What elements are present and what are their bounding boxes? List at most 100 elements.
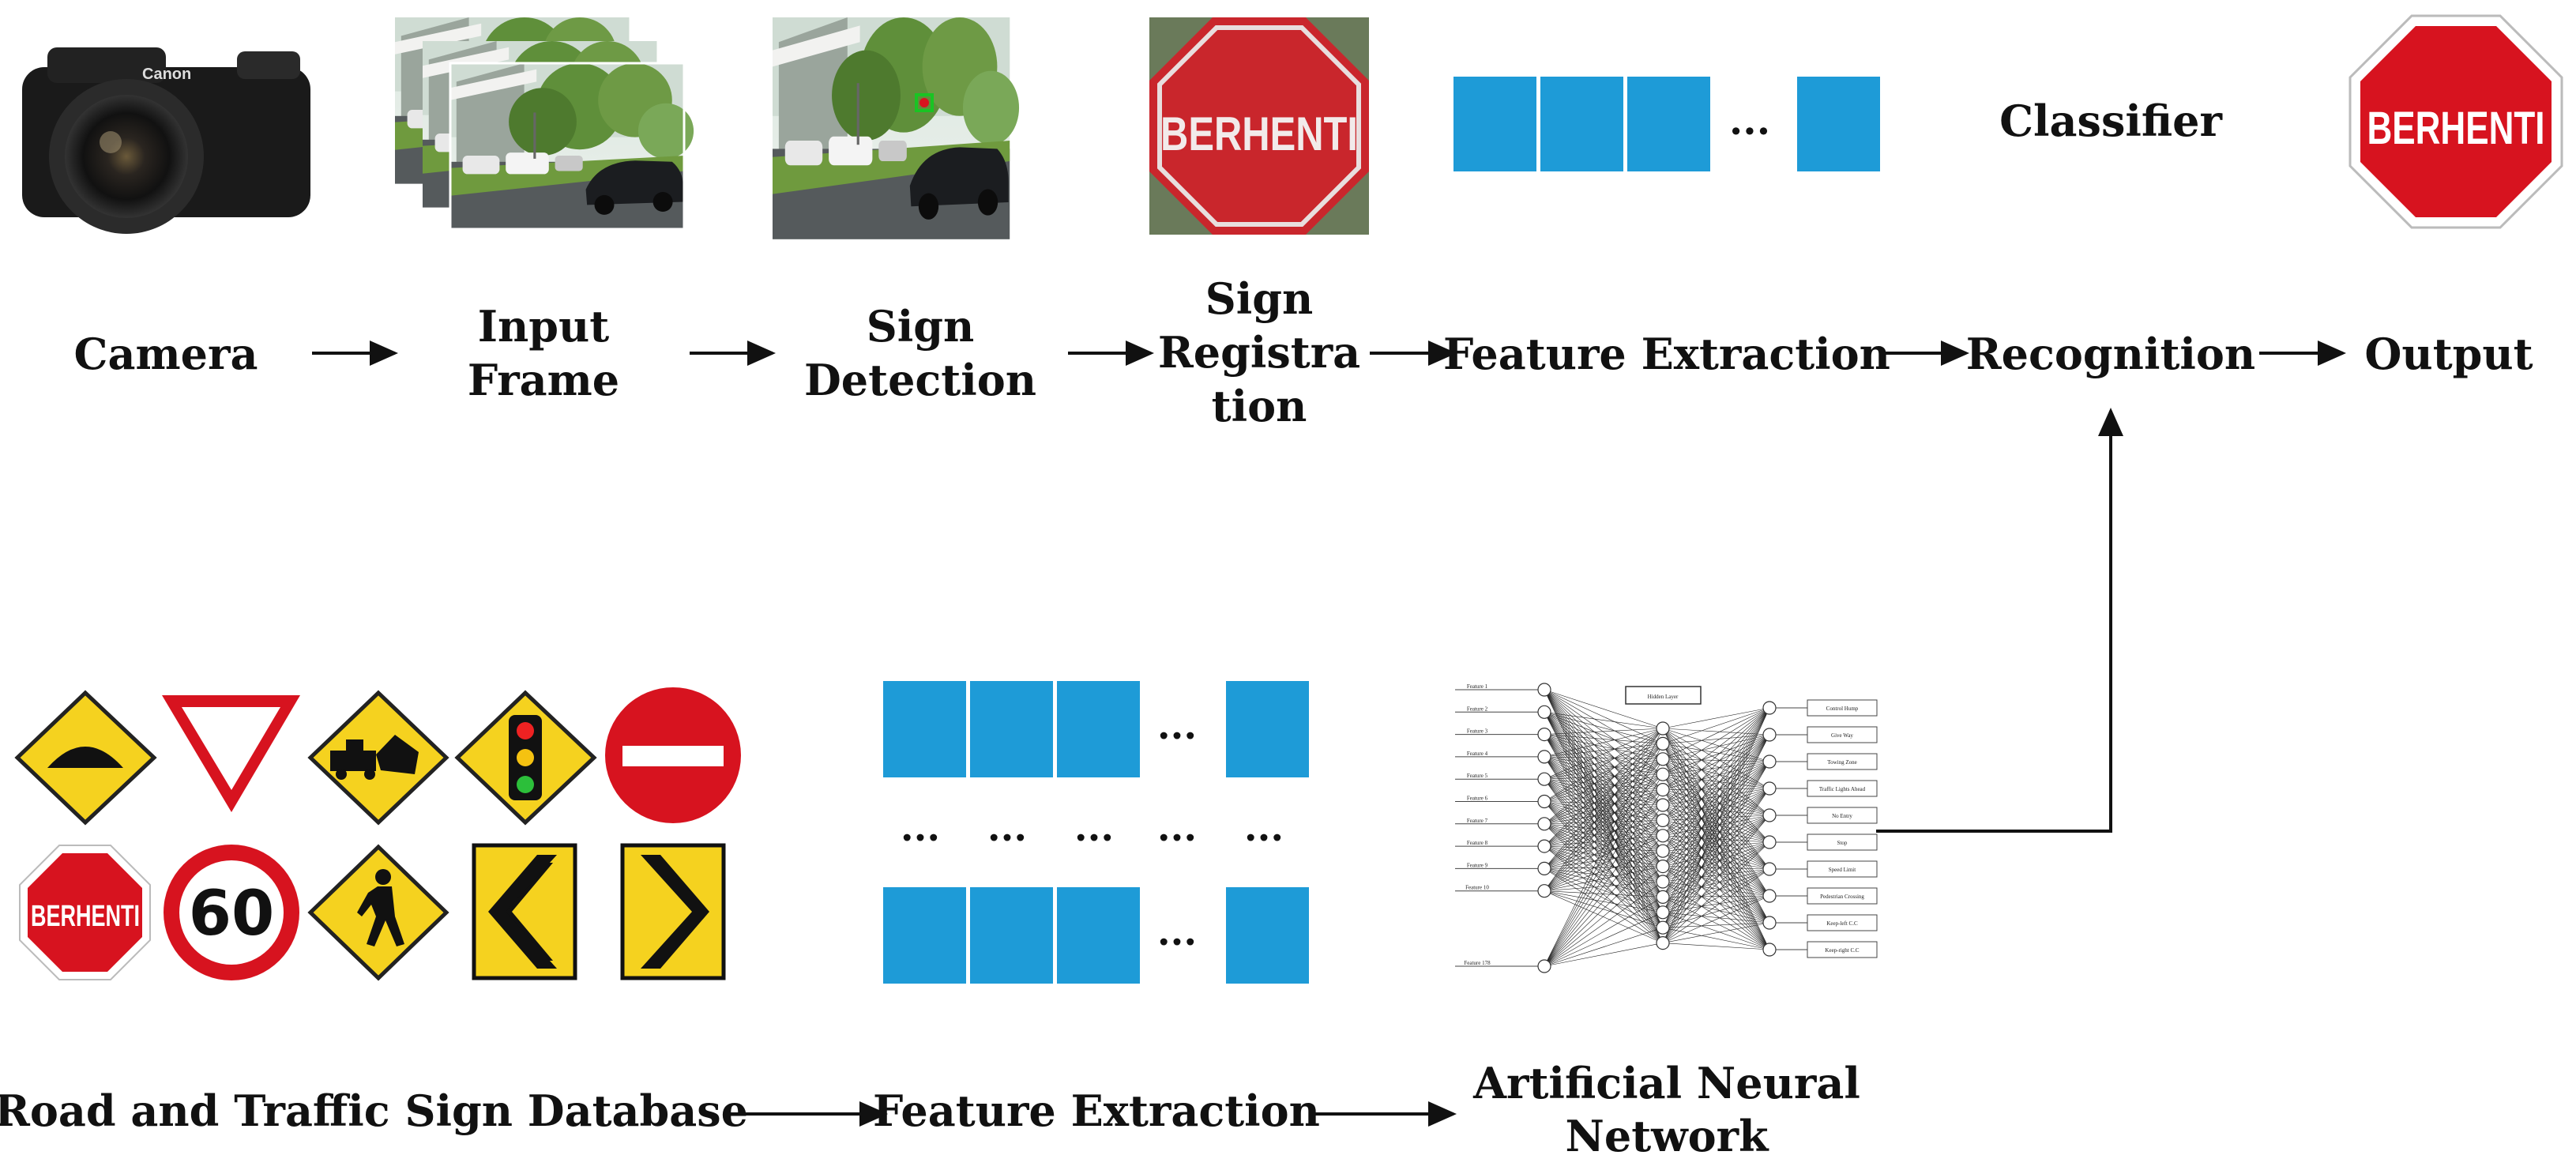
- nn-output-node: Keep-right C.C: [1762, 941, 1878, 958]
- nn-input-node: Feature 5: [1455, 772, 1551, 786]
- nn-output-label: Keep-right C.C: [1825, 947, 1859, 954]
- nn-input-label: Feature 178: [1464, 960, 1491, 966]
- sign-detection-label-1: Sign: [867, 301, 975, 352]
- nn-input-node: Feature 1: [1455, 683, 1551, 697]
- classifier-label: Classifier: [1999, 96, 2222, 146]
- feature-vector-top: ...: [1453, 77, 1880, 171]
- neural-network-diagram: Hidden Layer Feature 1 Feature 2 Feature 3…: [1455, 683, 1878, 973]
- recognition-label: Recognition: [1966, 329, 2255, 379]
- nn-output-node: Control Hump: [1762, 699, 1878, 717]
- nn-input-node: Feature 3: [1455, 727, 1551, 742]
- nn-input-node: Feature 2: [1455, 705, 1551, 719]
- nn-output-node: Pedestrian Crossing: [1762, 887, 1878, 905]
- speed-limit-sign-icon: 60: [164, 845, 299, 980]
- nn-hidden-node: [1656, 721, 1670, 736]
- sign-detection-label-2: Detection: [804, 355, 1036, 405]
- nn-output-node: Keep-left C.C: [1762, 914, 1878, 931]
- nn-input-label: Feature 10: [1465, 885, 1489, 891]
- camera-label: Camera: [74, 329, 258, 379]
- nn-hidden-node: [1656, 935, 1670, 950]
- nn-output-label: Stop: [1837, 840, 1848, 846]
- nn-hidden-node: [1656, 813, 1670, 828]
- nn-input-node: Feature 4: [1455, 750, 1551, 764]
- nn-output-label: Give Way: [1831, 732, 1853, 739]
- feature-matrix: ... ... ... ... ... ... ...: [883, 681, 1309, 984]
- hidden-layer-box: [1625, 686, 1702, 705]
- nn-input-label: Feature 6: [1467, 796, 1488, 802]
- svg-text:...: ...: [901, 806, 940, 850]
- sign-registration-label-2: Registra: [1158, 327, 1360, 378]
- chevron-left-sign-icon: [472, 843, 577, 980]
- traffic-light-sign-icon: [454, 690, 597, 826]
- svg-text:Canon: Canon: [142, 66, 191, 83]
- input-frame-photo: [395, 17, 694, 231]
- stop-sign-icon: BERHENTI: [1149, 17, 1369, 235]
- feature-extraction-label-bottom: Feature Extraction: [873, 1086, 1320, 1136]
- nn-input-node: Feature 10: [1455, 884, 1551, 898]
- sign-registration-label-1: Sign: [1205, 273, 1314, 324]
- nn-output-node: No Entry: [1762, 807, 1878, 824]
- svg-text:...: ...: [1157, 704, 1197, 748]
- output-stop-sign-icon: BERHENTI: [2348, 14, 2563, 229]
- hump-sign-icon: [14, 690, 157, 826]
- sign-detection-photo: [773, 17, 1020, 239]
- nn-input-label: Feature 2: [1467, 706, 1488, 712]
- nn-input-label: Feature 1: [1467, 683, 1488, 690]
- svg-text:...: ...: [1157, 806, 1197, 850]
- sign-database-icons: BERHENTI 60: [14, 687, 741, 981]
- nn-input-node: Feature 6: [1455, 794, 1551, 809]
- nn-input-node: Feature 178: [1455, 959, 1551, 973]
- nn-input-label: Feature 7: [1467, 818, 1488, 824]
- nn-hidden-node: [1656, 905, 1670, 920]
- nn-output-label: Pedestrian Crossing: [1820, 894, 1864, 900]
- svg-text:...: ...: [1157, 910, 1197, 954]
- nn-output-node: Towing Zone: [1762, 753, 1878, 770]
- nn-hidden-node: [1656, 844, 1670, 858]
- nn-output-label: No Entry: [1832, 813, 1852, 819]
- nn-hidden-node: [1656, 829, 1670, 843]
- output-label: Output: [2364, 329, 2533, 379]
- nn-input-node: Feature 9: [1455, 861, 1551, 876]
- give-way-sign-icon: [162, 695, 300, 812]
- svg-text:BERHENTI: BERHENTI: [31, 900, 140, 933]
- input-frame-label-2: Frame: [468, 355, 619, 405]
- chevron-right-sign-icon: [620, 843, 726, 980]
- nn-input-label: Feature 5: [1467, 773, 1488, 779]
- nn-output-node: Traffic Lights Ahead: [1762, 780, 1878, 797]
- input-frame-label-1: Input: [478, 301, 610, 352]
- svg-text:...: ...: [1729, 97, 1770, 144]
- nn-input-label: Feature 4: [1467, 751, 1488, 757]
- nn-hidden-node: [1656, 782, 1670, 797]
- nn-output-node: Give Way: [1762, 726, 1878, 743]
- nn-output-label: Speed Limit: [1829, 867, 1856, 873]
- nn-hidden-node: [1656, 875, 1670, 889]
- ann-to-recognition-connector: [1876, 408, 2123, 833]
- svg-text:...: ...: [1244, 806, 1284, 850]
- ann-label-2: Network: [1565, 1111, 1769, 1161]
- nn-input-label: Feature 9: [1467, 862, 1488, 868]
- nn-hidden-node: [1656, 767, 1670, 781]
- nn-hidden-node: [1656, 890, 1670, 905]
- towing-zone-sign-icon: [307, 690, 449, 826]
- nn-output-node: Speed Limit: [1762, 860, 1878, 878]
- nn-hidden-node: [1656, 752, 1670, 766]
- svg-text:BERHENTI: BERHENTI: [2367, 103, 2545, 154]
- nn-output-node: Stop: [1762, 833, 1878, 851]
- nn-output-label: Control Hump: [1826, 706, 1859, 712]
- nn-hidden-node: [1656, 798, 1670, 812]
- svg-text:...: ...: [987, 806, 1027, 850]
- nn-hidden-node: [1656, 736, 1670, 751]
- nn-input-label: Feature 3: [1467, 728, 1488, 735]
- svg-text:60: 60: [189, 879, 275, 950]
- sign-registration-label-3: tion: [1212, 381, 1307, 431]
- nn-output-label: Keep-left C.C: [1826, 920, 1858, 927]
- svg-text:BERHENTI: BERHENTI: [1160, 107, 1358, 160]
- no-entry-sign-icon: [605, 687, 741, 823]
- database-label: Road and Traffic Sign Database: [0, 1086, 748, 1136]
- feature-extraction-label: Feature Extraction: [1443, 329, 1890, 379]
- camera-icon: Canon: [22, 47, 310, 234]
- hidden-layer-label: Hidden Layer: [1648, 694, 1679, 700]
- ann-label-1: Artificial Neural: [1472, 1058, 1860, 1108]
- nn-input-node: Feature 8: [1455, 839, 1551, 853]
